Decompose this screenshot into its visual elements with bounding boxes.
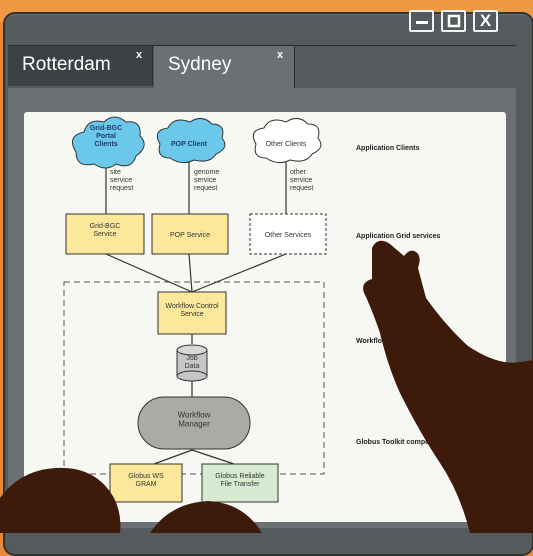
- box-workflow-control: [157, 291, 227, 335]
- cloud-label: Other Clients: [266, 141, 307, 148]
- cloud-label: POP Client: [171, 141, 208, 148]
- minimize-button[interactable]: [409, 10, 434, 32]
- box-globus-rft: [201, 463, 279, 503]
- tab-bar-empty: [296, 46, 516, 86]
- tab-label: Sydney: [168, 54, 232, 75]
- workflow-boundary: [63, 281, 325, 475]
- connectors: [105, 160, 287, 465]
- tab-close-icon[interactable]: x: [136, 49, 143, 61]
- box-pop-service: [151, 213, 229, 255]
- layer-label: Application Grid services: [356, 233, 441, 240]
- minimize-icon: [415, 21, 428, 24]
- box-globus-gram: [109, 463, 183, 503]
- tab-close-icon[interactable]: x: [277, 49, 284, 61]
- layer-label: Globus Toolkit components: [356, 439, 448, 446]
- layer-label: Workflow Man: [356, 338, 403, 345]
- layer-label: Application Clients: [356, 145, 420, 152]
- cloud-pop-client: POP Client: [156, 118, 226, 164]
- box-other-services: [249, 213, 327, 255]
- close-button[interactable]: X: [473, 10, 498, 32]
- box-grid-bgc-service: [65, 213, 145, 255]
- workflow-manager-node: [137, 396, 251, 450]
- tab-sydney[interactable]: Sydney x: [154, 46, 295, 89]
- service-label: POP Service: [170, 232, 210, 239]
- service-label: Other Services: [265, 232, 312, 239]
- tab-rotterdam[interactable]: Rotterdam x: [8, 46, 153, 86]
- cloud-other-clients: Other Clients: [252, 118, 322, 164]
- tab-label: Rotterdam: [22, 54, 111, 75]
- tab-bar: Rotterdam x Sydney x: [8, 45, 516, 89]
- maximize-button[interactable]: [441, 10, 466, 32]
- maximize-icon: [447, 14, 460, 28]
